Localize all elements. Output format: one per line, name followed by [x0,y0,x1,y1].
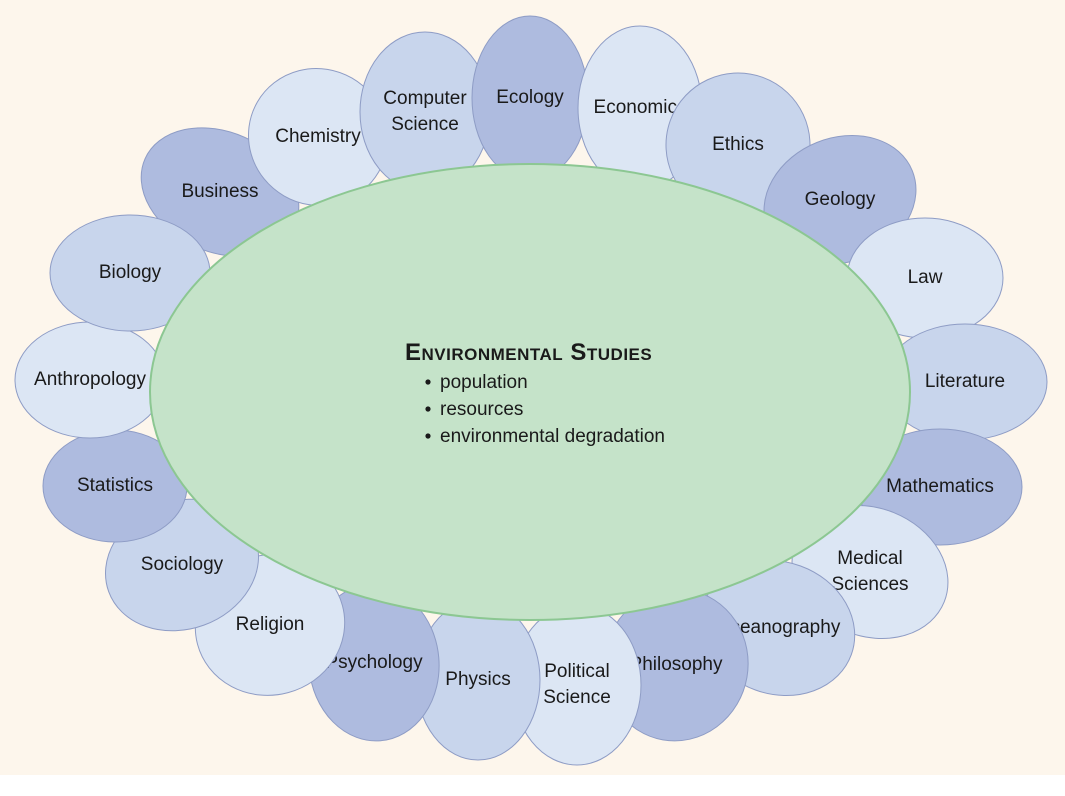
petal-label-medical-sciences-1: Medical [837,548,902,569]
petal-label-ethics: Ethics [712,134,764,155]
petal-label-literature: Literature [925,371,1005,392]
petal-label-anthropology: Anthropology [34,369,146,390]
petal-label-business: Business [181,181,258,202]
petal-ecology: Ecology [471,15,589,181]
petal-label-computer-science-2: Science [391,114,459,135]
bullet-dot [425,406,431,412]
petal-label-philosophy: Philosophy [630,654,723,675]
center-bullet-population: population [440,372,528,393]
center-title: ENVIRONMENTAL STUDIES [405,339,652,366]
petal-label-sociology: Sociology [141,554,224,575]
petal-label-geology: Geology [805,189,876,210]
bullet-dot [425,379,431,385]
petal-label-chemistry: Chemistry [275,126,361,147]
petal-biology: Biology [49,214,211,332]
center-circle: ENVIRONMENTAL STUDIES population resources… [149,163,911,621]
petal-label-economics: Economics [594,97,687,118]
petal-label-statistics: Statistics [77,475,153,496]
petal-label-psychology: Psychology [325,652,423,673]
petal-label-law: Law [908,267,943,288]
petal-label-computer-science-1: Computer [383,88,467,109]
petal-physics: Physics [415,599,541,761]
petal-shape-chemistry [247,67,389,207]
petal-statistics: Statistics [42,429,188,543]
center-bullet-resources: resources [440,399,523,420]
petal-label-medical-sciences-2: Sciences [831,574,908,595]
center-ellipse [149,163,911,621]
petal-label-mathematics: Mathematics [886,476,994,497]
petal-label-physics: Physics [445,669,510,690]
petal-label-biology: Biology [99,262,162,283]
petal-chemistry: Chemistry [247,67,389,207]
petal-label-religion: Religion [236,614,305,635]
petal-label-political-science-1: Political [544,661,609,682]
center-bullet-environmental-degradation: environmental degradation [440,426,665,447]
petal-anthropology: Anthropology [14,321,166,439]
bullet-dot [425,433,431,439]
petal-label-oceanography: Oceanography [716,617,841,638]
petal-label-political-science-2: Science [543,687,611,708]
petal-label-ecology: Ecology [496,87,564,108]
